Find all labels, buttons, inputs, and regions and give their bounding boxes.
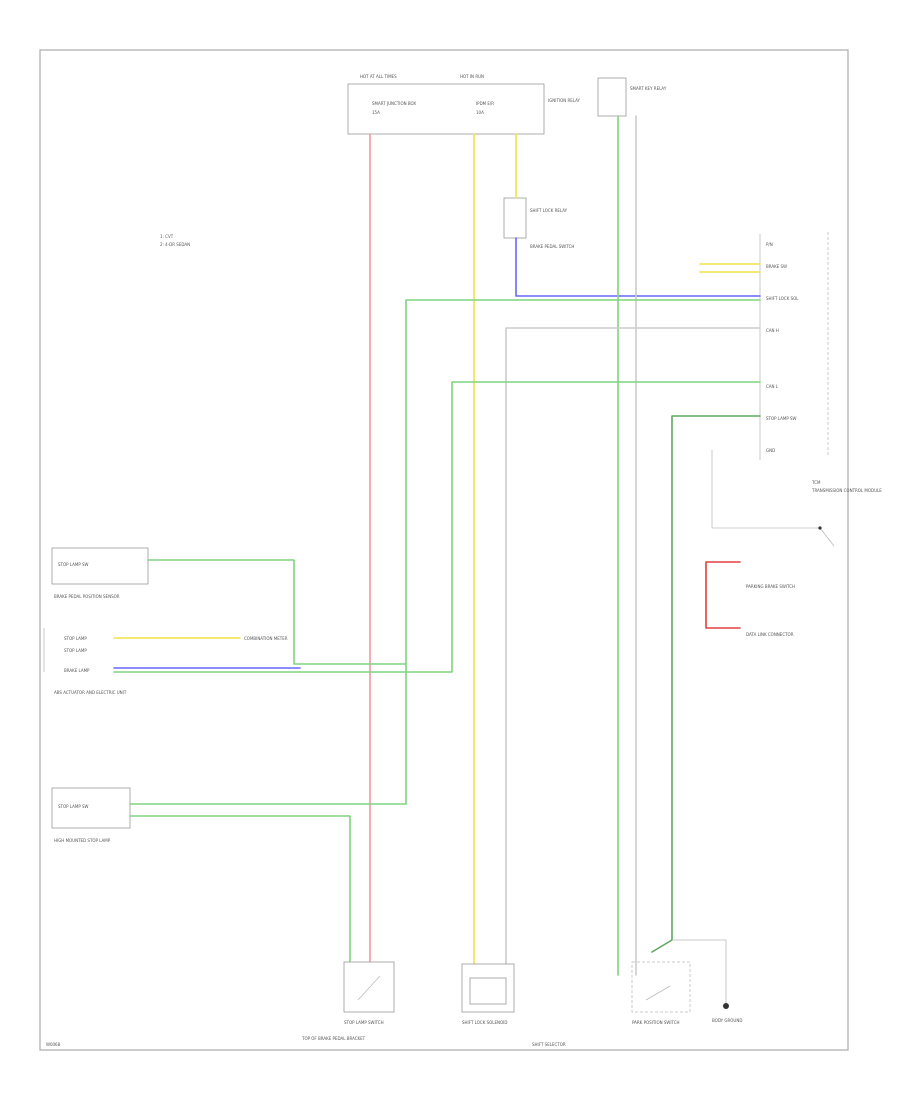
tcm-pin-2: BRAKE SW bbox=[766, 264, 787, 269]
wire-green-tcm-left bbox=[129, 299, 761, 805]
comb-pin-1: STOP LAMP bbox=[64, 636, 87, 641]
tcm-pin-4: CAN H bbox=[766, 328, 779, 333]
bottom-ground-label: BODY GROUND bbox=[712, 1018, 742, 1023]
fuse-left-box-label: SMART JUNCTION BOX bbox=[372, 101, 416, 106]
fuse-mid-box-label: IPDM E/R bbox=[476, 101, 494, 106]
wire-grey-tcm bbox=[505, 327, 761, 976]
pbs-label: PARKING BRAKE SWITCH bbox=[746, 584, 795, 589]
park-position-switch: PARK POSITION SWITCH bbox=[631, 961, 691, 1025]
tcm-pin-5: CAN L bbox=[766, 384, 779, 389]
wire-green-upper-sw bbox=[147, 559, 407, 665]
fuse-box-left: HOT AT ALL TIMES SMART JUNCTION BOX 15A bbox=[347, 74, 545, 135]
legend-line-2: 2: 4-DR SEDAN bbox=[160, 242, 190, 247]
fuse-left-top-label: HOT AT ALL TIMES bbox=[360, 74, 397, 79]
wire-blue-relay-tcm bbox=[515, 237, 761, 297]
comb-sub-label: ABS ACTUATOR AND ELECTRIC UNIT bbox=[54, 690, 127, 695]
diagram-frame bbox=[39, 49, 849, 1051]
stop-lamp-sw-upper: STOP LAMP SW BRAKE PEDAL POSITION SENSOR bbox=[51, 547, 149, 599]
wire-green-tcm-comb bbox=[113, 381, 761, 673]
shift-lock-relay: SHIFT LOCK RELAY BRAKE PEDAL SWITCH bbox=[503, 197, 574, 249]
pbs-sub-label: DATA LINK CONNECTOR bbox=[746, 632, 794, 637]
fuse-right-box-label: SMART KEY RELAY bbox=[630, 86, 667, 91]
wire-red-right-loop bbox=[705, 561, 741, 629]
relay-sub-label: BRAKE PEDAL SWITCH bbox=[530, 244, 574, 249]
bottom-right-label: PARK POSITION SWITCH bbox=[632, 1020, 680, 1025]
combination-meter: STOP LAMP STOP LAMP BRAKE LAMP COMBINATI… bbox=[43, 628, 288, 695]
tcm-pin-7: GND bbox=[766, 448, 775, 453]
stop-lamp-sw-upper-label: STOP LAMP SW bbox=[58, 562, 89, 567]
tcm-block: P/N BRAKE SW SHIFT LOCK SOL CAN H CAN L … bbox=[759, 232, 882, 493]
stop-lamp-switch-bottom: STOP LAMP SWITCH TOP OF BRAKE PEDAL BRAC… bbox=[301, 961, 395, 1041]
fuse-box-mid: HOT IN RUN IPDM E/R 10A IGNITION RELAY bbox=[460, 74, 581, 115]
tcm-pin-6: STOP LAMP SW bbox=[766, 416, 797, 421]
legend-line-1: 1: CVT bbox=[160, 234, 174, 239]
fuse-mid-top-label: HOT IN RUN bbox=[460, 74, 484, 79]
bottom-mid-label: SHIFT LOCK SOLENOID bbox=[462, 1020, 507, 1025]
stop-lamp-sw-upper-sub: BRAKE PEDAL POSITION SENSOR bbox=[54, 594, 120, 599]
comb-label: COMBINATION METER bbox=[244, 636, 288, 641]
hmsl-sub-label: HIGH MOUNTED STOP LAMP bbox=[54, 838, 111, 843]
comb-pin-2: STOP LAMP bbox=[64, 648, 87, 653]
hmsl-label: STOP LAMP SW bbox=[58, 804, 89, 809]
comb-pin-3: BRAKE LAMP bbox=[64, 668, 90, 673]
tcm-sub-label: TRANSMISSION CONTROL MODULE bbox=[811, 488, 882, 493]
parking-brake-switch: PARKING BRAKE SWITCH DATA LINK CONNECTOR bbox=[711, 450, 835, 637]
shift-lock-solenoid: SHIFT LOCK SOLENOID bbox=[461, 963, 515, 1025]
bottom-left-label: STOP LAMP SWITCH bbox=[344, 1020, 384, 1025]
bottom-left-sub-label: TOP OF BRAKE PEDAL BRACKET bbox=[301, 1036, 366, 1041]
fuse-left-fuse-label: 15A bbox=[372, 110, 380, 115]
wire-green-tcm-bottom bbox=[651, 415, 761, 953]
fuse-mid-fuse-label: 10A bbox=[476, 110, 484, 115]
body-ground: BODY GROUND bbox=[672, 939, 742, 1023]
tcm-pin-3: SHIFT LOCK SOL bbox=[766, 296, 799, 301]
page-id: W0068 bbox=[46, 1042, 61, 1047]
high-mounted-stop-lamp: STOP LAMP SW HIGH MOUNTED STOP LAMP bbox=[51, 787, 131, 843]
tcm-pin-1: P/N bbox=[766, 242, 773, 247]
fuse-box-right: SMART KEY RELAY bbox=[597, 77, 667, 117]
relay-label: SHIFT LOCK RELAY bbox=[530, 208, 568, 213]
tcm-label: TCM bbox=[811, 480, 821, 485]
fuse-mid-side-label: IGNITION RELAY bbox=[548, 98, 581, 103]
bottom-caption: SHIFT SELECTOR bbox=[532, 1042, 566, 1047]
wire-green-lower-sw bbox=[129, 815, 351, 976]
